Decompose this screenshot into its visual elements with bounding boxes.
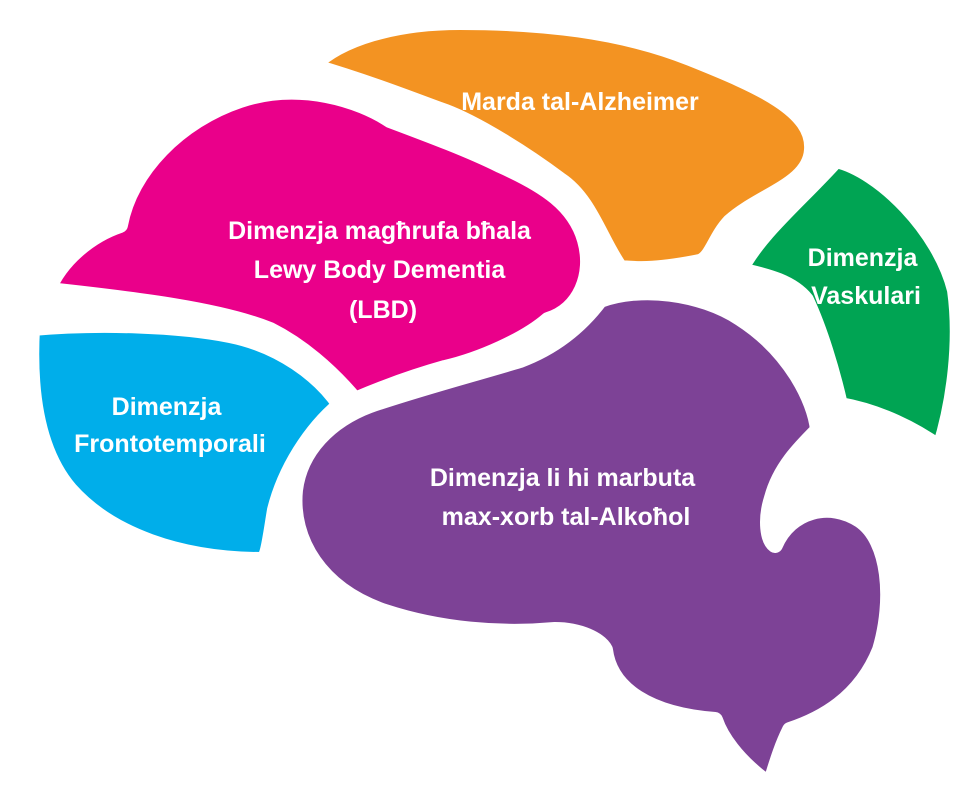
alcohol-label: Dimenzja li hi marbuta max-xorb tal-Alko… (430, 464, 702, 531)
alzheimer-label: Marda tal-Alzheimer (461, 88, 699, 116)
alzheimer-lobe (304, 14, 821, 278)
frontotemporal-lobe (23, 316, 348, 568)
lbd-label: Dimenzja magħrufa bħala Lewy Body Dement… (228, 217, 538, 324)
vascular-label: Dimenzja Vaskulari (808, 244, 925, 310)
alcohol-lobe (286, 284, 897, 785)
vascular-lobe (732, 152, 954, 456)
frontotemporal-label: Dimenzja Frontotemporali (74, 393, 266, 458)
lbd-lobe (40, 83, 597, 408)
